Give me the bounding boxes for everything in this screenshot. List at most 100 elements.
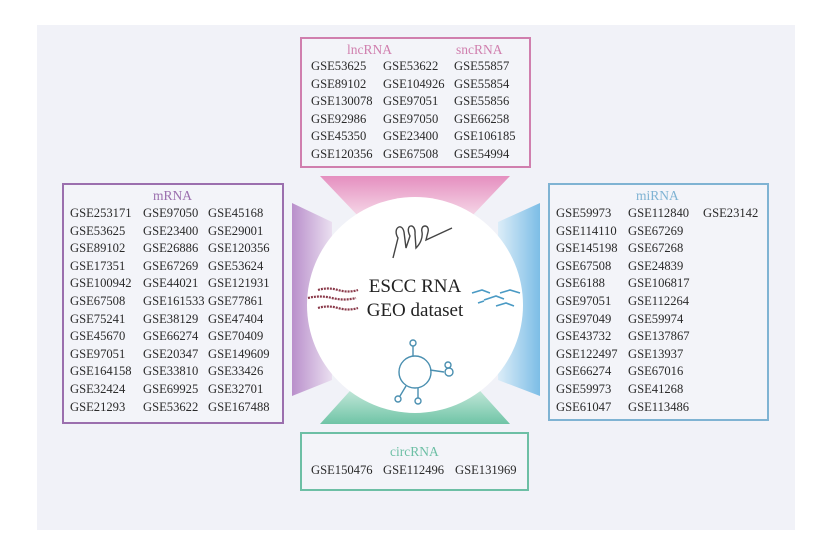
dataset-id: GSE67269: [143, 258, 199, 273]
dataset-id: GSE13937: [628, 346, 684, 361]
dataset-id: GSE131969: [455, 463, 517, 477]
dataset-id: GSE112496: [383, 463, 445, 477]
dataset-id: GSE145198: [556, 241, 618, 256]
center-title-line2: GEO dataset: [366, 300, 464, 321]
dataset-id: GSE61047: [556, 399, 612, 414]
dataset-id: GSE33810: [143, 364, 199, 379]
dataset-id: GSE97049: [556, 311, 612, 326]
dataset-id: GSE97050: [383, 111, 439, 126]
dataset-id: GSE59973: [556, 381, 612, 396]
dataset-id: GSE89102: [311, 76, 367, 91]
dataset-id: GSE6188: [556, 276, 605, 291]
dataset-id: GSE43732: [556, 329, 612, 344]
dataset-id: GSE253171: [70, 206, 132, 220]
dataset-id: GSE21293: [70, 399, 126, 414]
dataset-id: GSE67508: [556, 258, 612, 273]
dataset-id: GSE44021: [143, 276, 199, 291]
dataset-id: GSE55857: [454, 59, 510, 73]
dataset-id: GSE33426: [208, 364, 264, 379]
dataset-id: GSE17351: [70, 258, 126, 273]
sncrna-title: sncRNA: [456, 42, 503, 57]
mrna-box: [62, 183, 284, 424]
dataset-id: GSE53625: [311, 59, 367, 73]
dataset-id: GSE121931: [208, 276, 270, 291]
dataset-id: GSE77861: [208, 293, 264, 308]
mrna-title: mRNA: [153, 188, 193, 203]
dataset-id: GSE149609: [208, 346, 270, 361]
dataset-id: GSE38129: [143, 311, 199, 326]
dataset-id: GSE69925: [143, 381, 199, 396]
dataset-id: GSE66274: [143, 329, 199, 344]
dataset-id: GSE164158: [70, 364, 132, 379]
dataset-id: GSE89102: [70, 241, 126, 256]
dataset-id: GSE53622: [143, 399, 199, 414]
dataset-id: GSE45350: [311, 129, 367, 144]
center-title-line1: ESCC RNA: [368, 276, 462, 297]
center-circle: [307, 197, 523, 413]
dataset-id: GSE55854: [454, 76, 510, 91]
dataset-id: GSE97051: [383, 94, 439, 109]
dataset-id: GSE67268: [628, 241, 684, 256]
dataset-id: GSE130078: [311, 94, 373, 109]
dataset-id: GSE53625: [70, 223, 126, 238]
dataset-id: GSE114110: [556, 223, 617, 238]
mirna-fragments-icon: [471, 289, 521, 307]
dataset-id: GSE100942: [70, 276, 132, 291]
mirna-column: GSE23142: [703, 205, 758, 223]
dataset-id: GSE23142: [703, 206, 759, 220]
dataset-id: GSE23400: [383, 129, 439, 144]
dataset-id: GSE67508: [70, 293, 126, 308]
dataset-id: GSE120356: [208, 241, 270, 256]
dataset-id: GSE29001: [208, 223, 264, 238]
dataset-id: GSE20347: [143, 346, 199, 361]
dataset-id: GSE26886: [143, 241, 199, 256]
center-title: ESCC RNA GEO dataset: [355, 275, 475, 323]
circrna-column: GSE150476: [311, 462, 373, 480]
circrna-column: GSE112496: [383, 462, 444, 480]
circrna-box: [300, 432, 529, 491]
dataset-id: GSE92986: [311, 111, 367, 126]
dataset-id: GSE54994: [454, 146, 510, 161]
dataset-id: GSE55856: [454, 94, 510, 109]
dataset-id: GSE104926: [383, 76, 445, 91]
dataset-id: GSE106185: [454, 129, 516, 144]
dataset-id: GSE32701: [208, 381, 264, 396]
dataset-id: GSE97051: [70, 346, 126, 361]
dataset-id: GSE150476: [311, 463, 373, 477]
dataset-id: GSE67016: [628, 364, 684, 379]
dataset-id: GSE59973: [556, 206, 612, 220]
circrna-column: GSE131969: [455, 462, 517, 480]
dataset-id: GSE120356: [311, 146, 373, 161]
dataset-id: GSE112840: [628, 206, 690, 220]
dataset-id: GSE45168: [208, 206, 264, 220]
circrna-structure-icon: [394, 339, 454, 405]
dataset-id: GSE137867: [628, 329, 690, 344]
dataset-id: GSE66274: [556, 364, 612, 379]
dataset-id: GSE32424: [70, 381, 126, 396]
mirna-box: [548, 183, 769, 421]
dataset-id: GSE106817: [628, 276, 690, 291]
lncrna-title: lncRNA: [347, 42, 392, 57]
dataset-id: GSE113486: [628, 399, 690, 414]
dataset-id: GSE53624: [208, 258, 264, 273]
dataset-id: GSE161533: [143, 293, 205, 308]
mirna-title: miRNA: [636, 188, 679, 203]
circrna-title: circRNA: [390, 444, 439, 459]
dataset-id: GSE97051: [556, 293, 612, 308]
lncrna-sncrna-box: [300, 37, 531, 168]
lncrna-structure-icon: [392, 225, 453, 259]
dataset-id: GSE67269: [628, 223, 684, 238]
dataset-id: GSE75241: [70, 311, 126, 326]
dataset-id: GSE23400: [143, 223, 199, 238]
dataset-id: GSE59974: [628, 311, 684, 326]
dataset-id: GSE167488: [208, 399, 270, 414]
